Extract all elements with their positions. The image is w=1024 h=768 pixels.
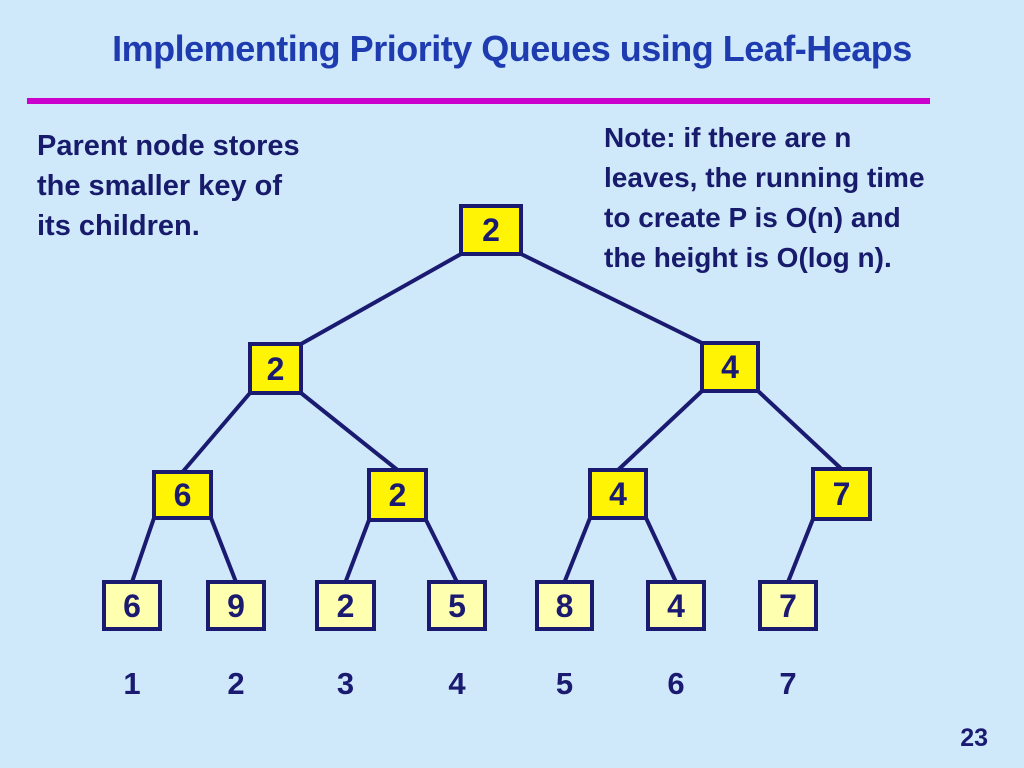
tree-node-l2: 9 (206, 580, 266, 631)
left-note-line: its children. (37, 210, 200, 242)
left-note: Parent node stores the smaller key of it… (37, 126, 300, 246)
right-note-line: the height is O(log n). (604, 242, 892, 273)
tree-edge (209, 517, 238, 583)
leaf-index-label: 1 (123, 666, 141, 701)
leaf-index-label: 7 (779, 666, 797, 701)
leaf-index-label: 6 (667, 666, 685, 701)
tree-edge (130, 517, 156, 583)
tree-edge (180, 391, 252, 474)
tree-node-l6: 4 (646, 580, 706, 631)
title-divider-line (27, 98, 930, 104)
leaf-index-label: 2 (227, 666, 245, 701)
tree-node-n3b: 2 (367, 468, 428, 522)
tree-edge (299, 391, 399, 472)
tree-edge (616, 389, 704, 472)
leaf-index-label: 4 (448, 666, 466, 701)
tree-edge (520, 252, 703, 345)
leaf-index-label: 5 (555, 666, 574, 701)
tree-edge (786, 518, 815, 583)
tree-node-n3a: 6 (152, 470, 213, 520)
tree-node-n3d: 7 (811, 467, 872, 521)
tree-edge (756, 389, 843, 471)
tree-node-root: 2 (459, 204, 523, 256)
tree-node-n2l: 2 (248, 342, 303, 395)
right-note: Note: if there are n leaves, the running… (604, 118, 925, 278)
right-note-line: leaves, the running time (604, 162, 925, 193)
tree-node-n3c: 4 (588, 468, 648, 520)
tree-edge (343, 519, 371, 583)
left-note-line: the smaller key of (37, 170, 282, 202)
right-note-line: Note: if there are n (604, 122, 852, 153)
tree-edge (562, 517, 592, 583)
tree-edge (424, 519, 459, 583)
leaf-index-label: 3 (336, 666, 355, 701)
tree-edge (300, 252, 462, 346)
tree-node-l5: 8 (535, 580, 594, 631)
left-note-line: Parent node stores (37, 130, 300, 162)
right-note-line: to create P is O(n) and (604, 202, 901, 233)
tree-node-l4: 5 (427, 580, 487, 631)
tree-node-l7: 7 (758, 580, 818, 631)
tree-node-n2r: 4 (700, 341, 760, 393)
tree-node-l1: 6 (102, 580, 162, 631)
page-number: 23 (960, 724, 988, 752)
tree-node-l3: 2 (315, 580, 376, 631)
tree-edge (644, 517, 678, 583)
slide-title: Implementing Priority Queues using Leaf-… (112, 28, 912, 69)
